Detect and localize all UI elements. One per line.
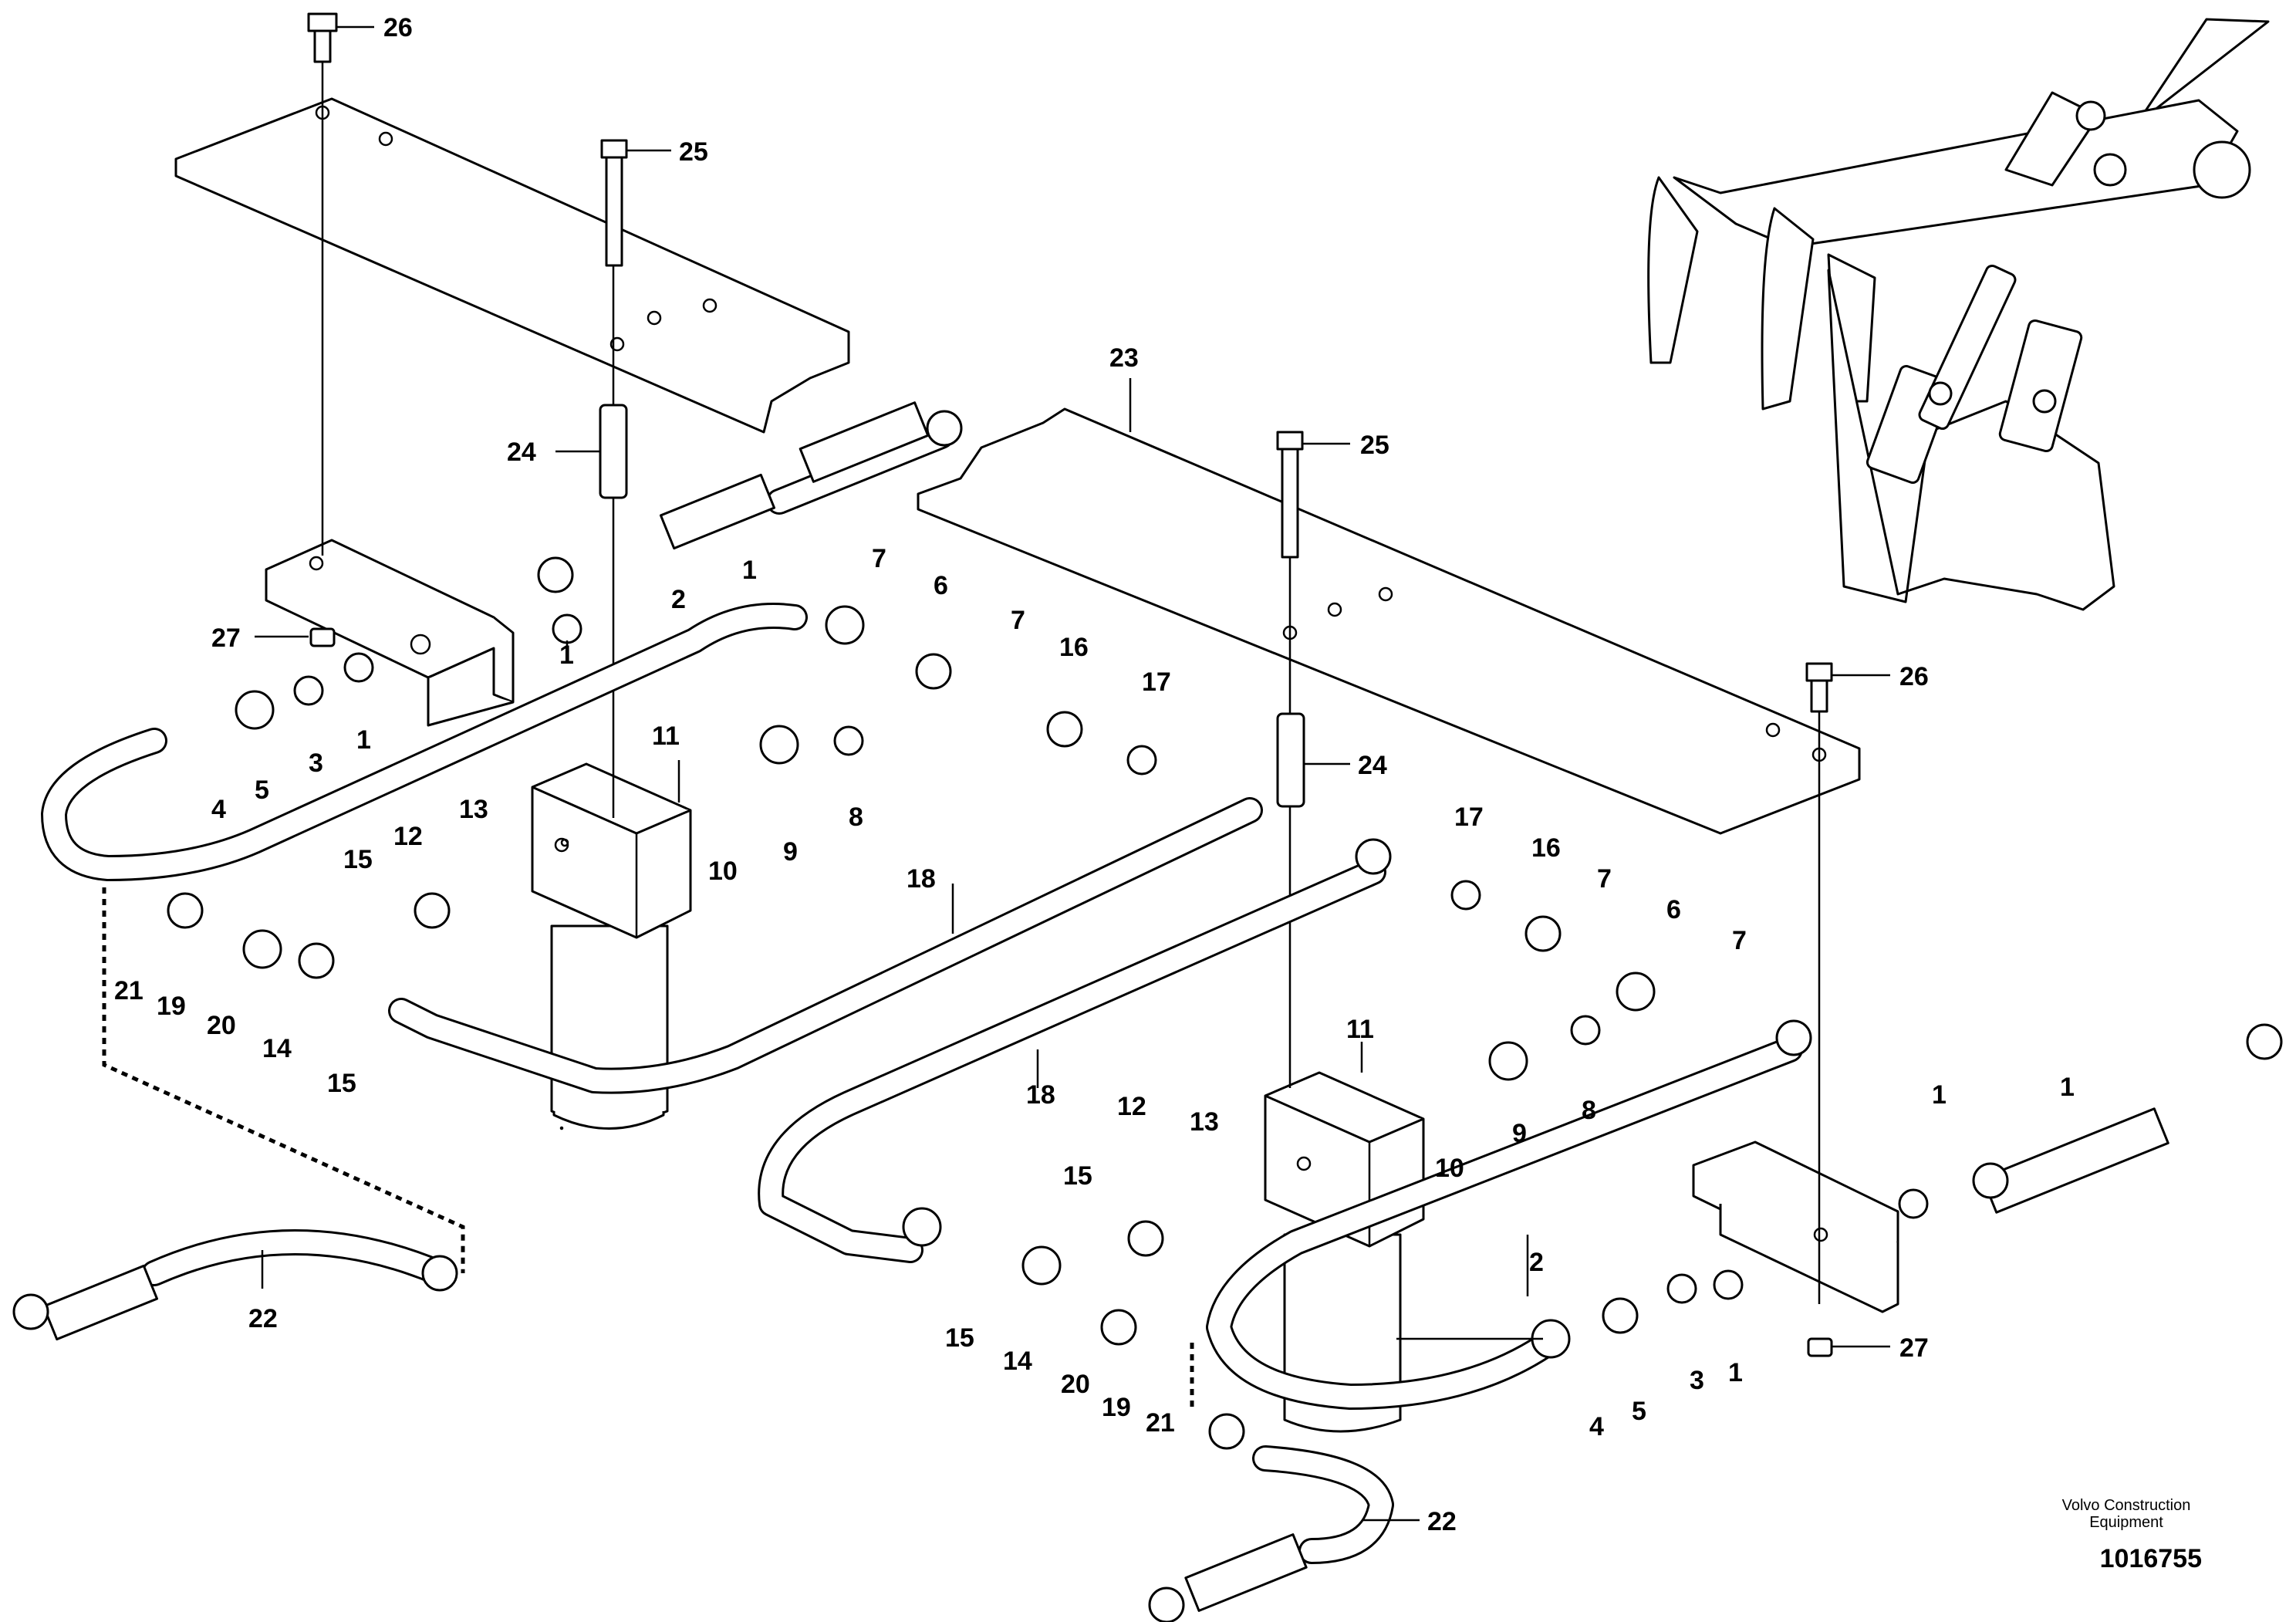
callout-25-left: 25 — [679, 137, 708, 167]
credit-line-2: Equipment — [2089, 1514, 2163, 1531]
hose-1-upper — [659, 401, 954, 550]
callout-5-left: 5 — [255, 776, 269, 805]
callout-22-left: 22 — [248, 1304, 278, 1333]
bolt-25-left — [600, 139, 628, 267]
callout-5-right: 5 — [1632, 1397, 1646, 1426]
callout-1-f: 1 — [1728, 1358, 1743, 1387]
dashed-links — [102, 887, 1194, 1412]
callout-10-right: 10 — [1435, 1154, 1464, 1183]
callout-26-top: 26 — [383, 13, 413, 42]
callout-4-right: 4 — [1589, 1412, 1604, 1441]
callout-4-left: 4 — [211, 795, 226, 824]
callout-12-left: 12 — [393, 822, 423, 851]
callout-21-left: 21 — [114, 976, 144, 1005]
spacer-24-right — [1276, 712, 1305, 808]
callout-12-right: 12 — [1117, 1092, 1146, 1121]
callout-17-left: 17 — [1142, 667, 1171, 697]
callout-7-c: 7 — [1597, 864, 1612, 894]
callout-7-b: 7 — [1011, 606, 1025, 635]
callout-23: 23 — [1109, 343, 1139, 373]
callout-16-left: 16 — [1059, 633, 1089, 662]
bolt-26-right — [1805, 662, 1833, 713]
spacer-24-left — [599, 404, 628, 499]
callout-labels: 26 25 24 23 25 26 24 27 27 1 1 1 1 1 1 2… — [114, 13, 2075, 1536]
hose-2-left — [41, 603, 808, 881]
callout-15-d: 15 — [945, 1323, 974, 1353]
callout-1-e: 1 — [1932, 1080, 1947, 1110]
callout-8-right: 8 — [1582, 1096, 1596, 1125]
hose-22-right — [1148, 1413, 1394, 1622]
callout-26-right: 26 — [1899, 662, 1929, 691]
callout-11-left: 11 — [652, 721, 680, 751]
callout-13-left: 13 — [459, 795, 488, 824]
callout-18-right: 18 — [1026, 1080, 1055, 1110]
machine-overview-illustration — [1647, 18, 2270, 611]
callout-9-right: 9 — [1512, 1119, 1527, 1148]
callout-14-right: 14 — [1003, 1347, 1032, 1376]
callout-3-right: 3 — [1690, 1366, 1704, 1395]
callout-7-d: 7 — [1732, 926, 1747, 955]
credit-line-1: Volvo Construction — [2061, 1497, 2191, 1514]
callout-8-left: 8 — [849, 803, 863, 832]
bolt-25-right — [1276, 431, 1304, 559]
callout-1-c: 1 — [356, 725, 371, 755]
callout-20-right: 20 — [1061, 1370, 1090, 1399]
callout-10-left: 10 — [708, 857, 738, 886]
callout-20-left: 20 — [207, 1011, 236, 1040]
callout-21-right: 21 — [1146, 1408, 1175, 1438]
hose-2-right — [1206, 1036, 1803, 1410]
callout-24-left: 24 — [507, 438, 536, 467]
callout-15-c: 15 — [1063, 1161, 1092, 1191]
nut-27-right — [1807, 1337, 1833, 1357]
bolt-26-top — [307, 12, 338, 63]
callout-14-left: 14 — [262, 1034, 292, 1063]
callout-19-left: 19 — [157, 992, 186, 1021]
callout-13-right: 13 — [1190, 1107, 1219, 1137]
callout-2-right: 2 — [1529, 1248, 1544, 1277]
callout-17-right: 17 — [1454, 803, 1484, 832]
fittings — [167, 410, 2009, 1359]
callout-18-left: 18 — [907, 864, 936, 894]
callout-6-left: 6 — [934, 571, 948, 600]
valve-block-left — [531, 762, 692, 1130]
bracket-right — [1692, 1140, 1899, 1313]
callout-19-right: 19 — [1102, 1393, 1131, 1422]
callout-27-right: 27 — [1899, 1333, 1929, 1363]
callout-1-b: 1 — [559, 640, 574, 670]
plate-23-right — [917, 407, 1861, 835]
plate-upper-left — [174, 97, 850, 434]
callout-1-d: 1 — [2060, 1073, 2075, 1102]
bracket-left — [265, 539, 515, 727]
hose-1-lower-right — [1981, 1023, 2283, 1214]
nut-27-left — [309, 627, 336, 647]
callout-15-b: 15 — [327, 1069, 356, 1098]
hose-18-left — [388, 797, 1263, 1094]
callout-15-a: 15 — [343, 845, 373, 874]
hose-22-left — [12, 1229, 458, 1341]
callout-25-right: 25 — [1360, 431, 1389, 460]
callout-11-right: 11 — [1346, 1015, 1374, 1044]
callout-1-a: 1 — [742, 556, 757, 585]
drawing-number: 1016755 — [2099, 1544, 2202, 1573]
callout-22-right: 22 — [1427, 1507, 1457, 1536]
callout-3-left: 3 — [309, 748, 323, 778]
callout-6-right: 6 — [1666, 895, 1681, 924]
callout-leaders — [255, 25, 1890, 1522]
callout-2-left: 2 — [671, 585, 686, 614]
callout-7-a: 7 — [872, 544, 886, 573]
hose-18-right — [758, 859, 1386, 1263]
callout-24-right: 24 — [1358, 751, 1387, 780]
manufacturer-credit: Volvo Construction Equipment — [2026, 1497, 2227, 1531]
callout-9-left: 9 — [783, 837, 798, 867]
callout-16-right: 16 — [1531, 833, 1561, 863]
callout-27-left: 27 — [211, 623, 241, 653]
